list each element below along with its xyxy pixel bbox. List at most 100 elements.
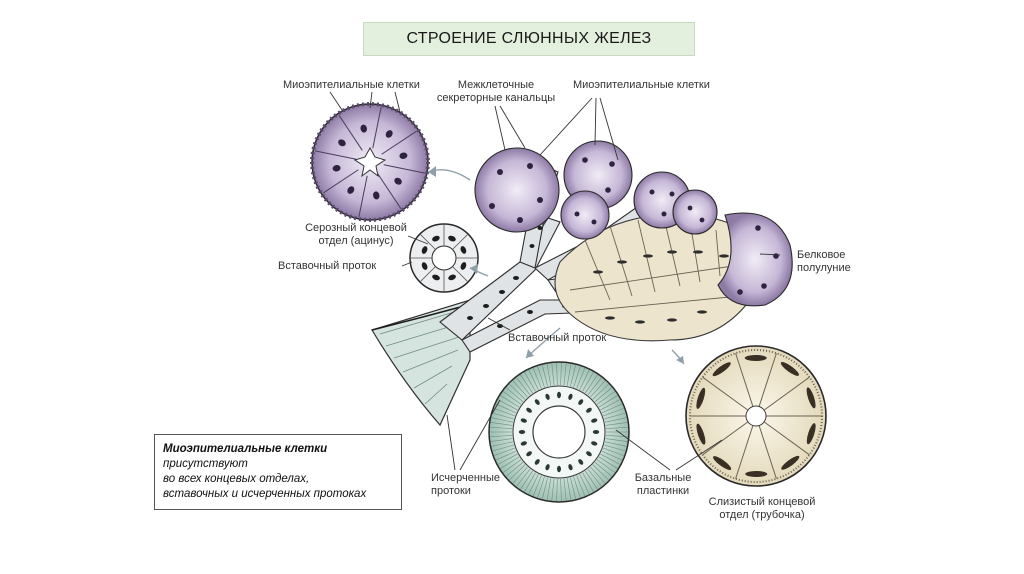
note-line-2: присутствуют	[163, 458, 248, 470]
cell-nucleus	[421, 246, 428, 254]
cell-nucleus	[780, 362, 799, 376]
cell-boundary	[596, 459, 615, 473]
cell-boundary	[532, 367, 542, 389]
cell-boundary	[702, 376, 749, 411]
cell-nucleus	[526, 451, 532, 457]
cell-nucleus	[744, 355, 767, 362]
cell-boundary	[520, 374, 533, 394]
cell-boundary	[600, 399, 621, 411]
cell-boundary	[500, 456, 520, 469]
cell-boundary	[524, 372, 536, 392]
arrow-heads	[428, 166, 684, 364]
cell-nucleus	[432, 274, 440, 281]
note-box: Миоэпителиальные клетки присутствуют во …	[154, 434, 402, 510]
cell-boundary	[490, 422, 513, 426]
cell-boundary	[566, 363, 572, 386]
page-title-box: СТРОЕНИЕ СЛЮННЫХ ЖЕЛЕЗ	[363, 22, 695, 56]
cell-boundary	[763, 421, 810, 456]
label-myoepithelial-left: Миоэпителиальные клетки	[283, 79, 420, 91]
cell-nucleus	[534, 399, 540, 405]
cell-nucleus	[520, 441, 527, 446]
cell-boundary	[605, 438, 628, 442]
label-intercalated-duct-left: Вставочный проток	[278, 260, 377, 272]
cell-boundary	[590, 466, 606, 484]
striated-duct-cross-section	[488, 361, 630, 503]
cell-nucleus	[557, 465, 561, 473]
cell-nucleus	[332, 165, 341, 172]
cell-nucleus	[578, 399, 584, 405]
cell-boundary	[605, 426, 628, 430]
cell-boundary	[579, 369, 590, 390]
cell-boundary	[592, 464, 609, 481]
cell-boundary	[338, 115, 363, 151]
cell-nucleus	[347, 186, 355, 194]
cell-boundary	[556, 363, 558, 386]
cell-boundary	[542, 477, 548, 500]
cell-nucleus	[338, 139, 346, 147]
cell-boundary	[758, 353, 777, 407]
cell-boundary	[590, 380, 606, 398]
cell-boundary	[497, 453, 518, 465]
cell-nucleus	[448, 235, 456, 242]
cell-boundary	[735, 353, 754, 407]
cell-boundary	[532, 475, 542, 497]
serous-acinus-cross-section	[310, 102, 430, 222]
cell-nucleus	[591, 418, 598, 423]
cell-boundary	[542, 364, 548, 387]
cell-boundary	[509, 383, 526, 400]
intercalated-duct-cross-section	[409, 223, 479, 293]
cell-nucleus	[591, 441, 598, 446]
note-line-4: вставочных и исчерченных протоках	[163, 488, 367, 500]
cell-boundary	[490, 438, 513, 442]
cell-boundary	[579, 474, 590, 495]
cell-boundary	[735, 425, 754, 479]
cell-boundary	[598, 395, 618, 408]
cell-boundary	[537, 366, 545, 388]
cell-boundary	[601, 450, 623, 461]
cell-boundary	[605, 422, 628, 426]
cell-boundary	[358, 175, 368, 217]
cell-boundary	[509, 464, 526, 481]
cell-boundary	[497, 399, 518, 411]
cell-nucleus	[712, 362, 731, 377]
cell-boundary	[763, 376, 810, 411]
cell-boundary	[492, 444, 514, 452]
cell-boundary	[512, 466, 528, 484]
cell-boundary	[570, 364, 576, 387]
cell-boundary	[573, 476, 581, 498]
cell-nucleus	[448, 274, 456, 281]
cell-boundary	[573, 366, 581, 388]
cell-nucleus	[526, 407, 532, 413]
cell-boundary	[503, 391, 522, 405]
cell-boundary	[576, 475, 586, 497]
cell-nucleus	[534, 459, 540, 465]
cell-nucleus	[520, 418, 527, 423]
cell-boundary	[758, 425, 777, 479]
cell-nucleus	[557, 391, 561, 399]
cell-boundary	[587, 468, 602, 487]
cell-boundary	[381, 130, 417, 155]
cell-boundary	[420, 266, 436, 282]
cell-boundary	[500, 395, 520, 408]
cell-boundary	[494, 408, 515, 417]
cell-boundary	[490, 426, 513, 430]
cell-nucleus	[545, 393, 550, 400]
cell-boundary	[494, 447, 515, 456]
cell-boundary	[505, 387, 524, 403]
cell-nucleus	[713, 456, 732, 470]
cell-boundary	[546, 478, 552, 501]
cell-nucleus	[578, 459, 584, 465]
cell-nucleus	[518, 430, 526, 434]
cell-boundary	[587, 377, 602, 396]
cell-nucleus	[568, 464, 573, 471]
cell-nucleus	[373, 191, 380, 200]
cell-nucleus	[421, 262, 428, 270]
cell-boundary	[582, 472, 594, 492]
cell-boundary	[546, 363, 552, 386]
cell-boundary	[576, 367, 586, 389]
